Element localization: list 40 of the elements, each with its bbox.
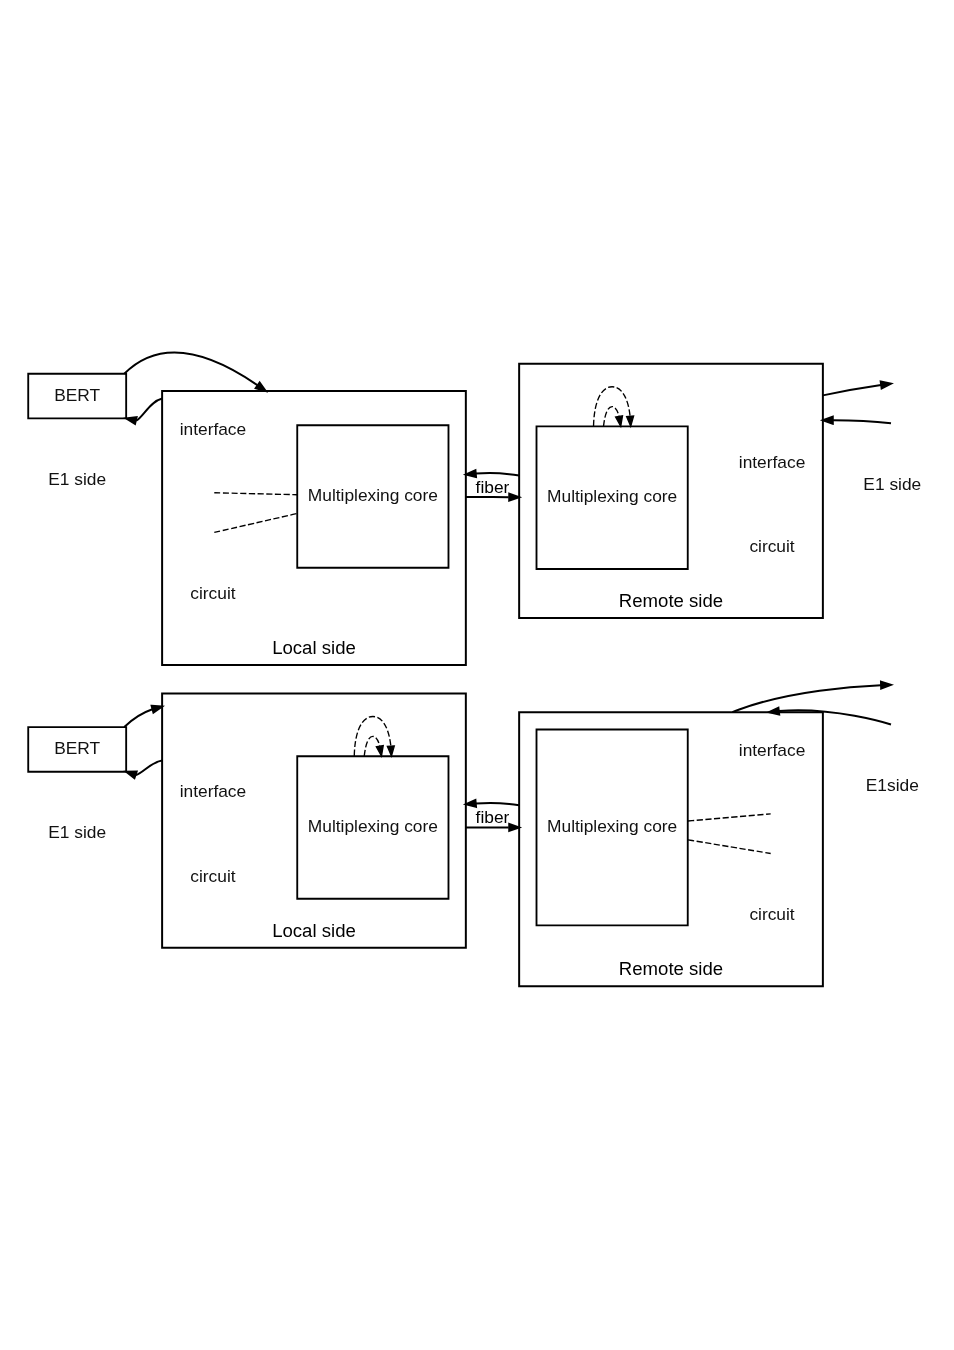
arrow xyxy=(353,715,396,759)
label: circuit xyxy=(749,535,795,556)
arrow xyxy=(123,351,269,393)
arrow xyxy=(731,680,894,714)
arrow xyxy=(602,405,624,429)
connector xyxy=(687,813,772,822)
node-box: Multiplexing core xyxy=(535,728,689,927)
arrow xyxy=(462,798,521,809)
node-box: Multiplexing core xyxy=(535,425,689,570)
label: interface xyxy=(179,419,247,440)
label: circuit xyxy=(190,583,236,604)
label: interface xyxy=(738,740,806,761)
arrow xyxy=(123,759,164,780)
node-box: Multiplexing core xyxy=(296,755,450,900)
node-box: BERT xyxy=(27,372,128,420)
label: circuit xyxy=(190,865,236,886)
edge-label: fiber xyxy=(475,477,510,498)
arrow xyxy=(462,468,521,479)
connector xyxy=(213,492,298,496)
arrow xyxy=(765,706,892,726)
label: interface xyxy=(179,781,247,802)
arrow xyxy=(123,397,164,426)
arrow xyxy=(363,735,385,759)
label: E1 side xyxy=(863,473,922,494)
label: E1side xyxy=(865,775,919,796)
edge-label: fiber xyxy=(475,806,510,827)
arrow xyxy=(592,386,635,429)
connector xyxy=(687,839,772,855)
connector xyxy=(213,512,298,534)
label: circuit xyxy=(749,904,795,925)
label: E1 side xyxy=(48,468,107,489)
arrow xyxy=(123,704,165,729)
arrow xyxy=(821,380,894,397)
label: E1 side xyxy=(48,822,107,843)
node-box: Multiplexing core xyxy=(296,424,450,569)
node-box: BERT xyxy=(27,726,128,773)
label: interface xyxy=(738,451,806,472)
arrow xyxy=(464,822,523,833)
arrow xyxy=(464,492,523,503)
arrow xyxy=(819,415,892,426)
